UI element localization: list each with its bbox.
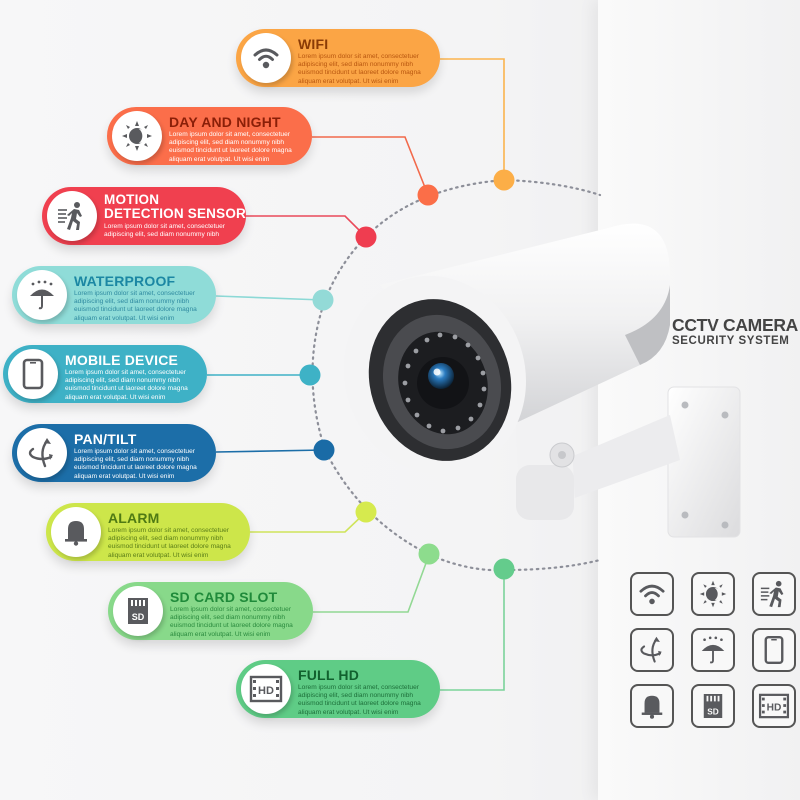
feature-title: SD CARD SLOT [170,589,278,605]
svg-text:HD: HD [767,703,782,714]
feature-title: DAY AND NIGHT [169,114,281,130]
brand-subheading: SECURITY SYSTEM [672,335,790,347]
feature-description: Lorem ipsum dolor sit amet, consectetuer… [74,448,197,480]
feature-description: Lorem ipsum dolor sit amet, consectetuer… [298,53,421,85]
rotate-axis-icon [17,428,67,478]
bell-icon [51,507,101,557]
feature-description: Lorem ipsum dolor sit amet, consectetuer… [104,223,225,239]
wifi-icon [630,572,674,616]
feature-full-hd: HD FULL HD Lorem ipsum dolor sit amet, c… [236,660,440,718]
feature-description: Lorem ipsum dolor sit amet, consectetuer… [169,131,292,163]
smartphone-icon [752,628,796,672]
svg-text:SD: SD [132,612,145,622]
feature-title: WIFI [298,36,329,52]
sun-moon-icon [112,111,162,161]
feature-description: Lorem ipsum dolor sit amet, consectetuer… [65,369,188,401]
feature-motion-detection-sensor: MOTION DETECTION SENSOR Lorem ipsum dolo… [42,187,246,245]
sd-card-icon: SD [691,684,735,728]
feature-title: ALARM [108,510,160,526]
icon-grid: SD HD [630,572,798,732]
feature-title: PAN/TILT [74,431,137,447]
feature-mobile-device: MOBILE DEVICE Lorem ipsum dolor sit amet… [3,345,207,403]
feature-description: Lorem ipsum dolor sit amet, consectetuer… [74,290,197,322]
feature-sd-card-slot: SD SD CARD SLOT Lorem ipsum dolor sit am… [108,582,313,640]
sun-moon-icon [691,572,735,616]
feature-title-line1: MOTION [104,192,160,207]
walking-person-icon [47,191,97,241]
wifi-icon [241,33,291,83]
feature-description: Lorem ipsum dolor sit amet, consectetuer… [170,606,293,638]
walking-person-icon [752,572,796,616]
umbrella-rain-icon [17,270,67,320]
sd-card-icon: SD [113,586,163,636]
feature-title: WATERPROOF [74,273,176,289]
feature-wifi: WIFI Lorem ipsum dolor sit amet, consect… [236,29,440,87]
smartphone-icon [8,349,58,399]
feature-title: FULL HD [298,667,360,683]
brand-title: CCTV CAMERA SECURITY SYSTEM [672,316,798,348]
feature-title: MOBILE DEVICE [65,352,179,368]
cctv-camera-illustration [343,223,741,538]
feature-title: MOTION DETECTION SENSOR [104,193,246,221]
umbrella-rain-icon [691,628,735,672]
hd-film-icon: HD [241,664,291,714]
feature-pan-tilt: PAN/TILT Lorem ipsum dolor sit amet, con… [12,424,216,482]
bell-icon [630,684,674,728]
svg-text:SD: SD [707,706,719,716]
feature-waterproof: WATERPROOF Lorem ipsum dolor sit amet, c… [12,266,216,324]
svg-text:HD: HD [258,685,274,697]
brand-heading: CCTV CAMERA [672,315,799,335]
rotate-axis-icon [630,628,674,672]
feature-alarm: ALARM Lorem ipsum dolor sit amet, consec… [46,503,250,561]
hd-film-icon: HD [752,684,796,728]
feature-title-line2: DETECTION SENSOR [104,206,246,221]
feature-description: Lorem ipsum dolor sit amet, consectetuer… [108,527,231,559]
feature-description: Lorem ipsum dolor sit amet, consectetuer… [298,684,421,716]
feature-day-and-night: DAY AND NIGHT Lorem ipsum dolor sit amet… [107,107,312,165]
